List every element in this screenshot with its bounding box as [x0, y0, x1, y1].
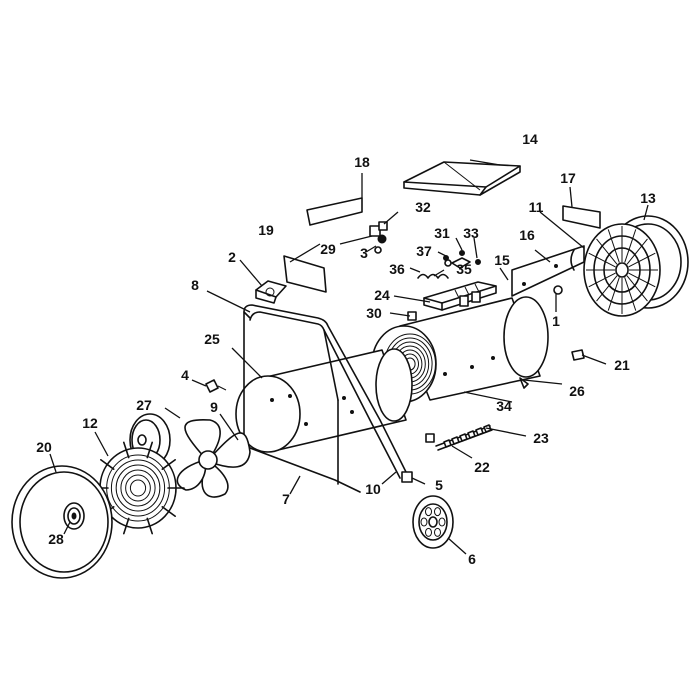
label-part-34: 34 [496, 398, 512, 414]
label-part-9: 9 [210, 399, 218, 415]
part-side-plate-18 [306, 197, 363, 226]
label-part-2: 2 [228, 249, 236, 265]
label-part-13: 13 [640, 190, 656, 206]
part-frame-handle [243, 304, 413, 493]
label-part-4: 4 [181, 367, 189, 383]
label-part-5: 5 [435, 477, 443, 493]
label-part-21: 21 [614, 357, 630, 373]
label-part-23: 23 [533, 430, 549, 446]
label-part-29: 29 [320, 241, 336, 257]
label-part-33: 33 [463, 225, 479, 241]
label-part-14: 14 [522, 131, 538, 147]
label-part-6: 6 [468, 551, 476, 567]
label-part-8: 8 [191, 277, 199, 293]
part-fan-blade [129, 413, 251, 498]
part-connector-group [369, 221, 388, 254]
label-part-3: 3 [360, 245, 368, 261]
label-part-16: 16 [519, 227, 535, 243]
label-part-10: 10 [365, 481, 381, 497]
part-front-cylinder [235, 348, 413, 453]
part-box-2 [255, 280, 287, 304]
part-plate-17 [562, 205, 601, 229]
label-part-1: 1 [552, 313, 560, 329]
label-part-28: 28 [48, 531, 64, 547]
label-part-36: 36 [389, 261, 405, 277]
label-part-18: 18 [354, 154, 370, 170]
part-terminal-block [423, 281, 497, 311]
part-wheel [412, 495, 454, 549]
label-part-12: 12 [82, 415, 98, 431]
part-terminal-group [417, 250, 481, 279]
label-part-17: 17 [560, 170, 576, 186]
label-part-30: 30 [366, 305, 382, 321]
label-part-26: 26 [569, 383, 585, 399]
part-plate-19 [283, 255, 327, 293]
part-rear-fan [553, 215, 689, 317]
part-front-cover [11, 465, 113, 579]
label-part-31: 31 [434, 225, 450, 241]
label-part-19: 19 [258, 222, 274, 238]
part-top-cover [403, 161, 521, 196]
label-part-27: 27 [136, 397, 152, 413]
leader-lines [49, 159, 649, 555]
label-part-15: 15 [494, 252, 510, 268]
label-part-32: 32 [415, 199, 431, 215]
part-front-guard [91, 441, 185, 535]
label-part-22: 22 [474, 459, 490, 475]
label-part-7: 7 [282, 491, 290, 507]
part-clip-4 [205, 379, 227, 393]
part-heater-element [425, 424, 493, 451]
label-part-11: 11 [529, 199, 544, 215]
label-part-20: 20 [36, 439, 52, 455]
label-part-25: 25 [204, 331, 220, 347]
label-part-37: 37 [416, 243, 432, 259]
part-labels: 1 2 3 4 5 6 7 8 9 10 11 12 13 14 15 16 1… [36, 131, 656, 567]
label-part-24: 24 [374, 287, 390, 303]
part-small-pieces [407, 311, 585, 361]
part-side-panel [511, 245, 585, 297]
label-part-35: 35 [456, 261, 472, 277]
